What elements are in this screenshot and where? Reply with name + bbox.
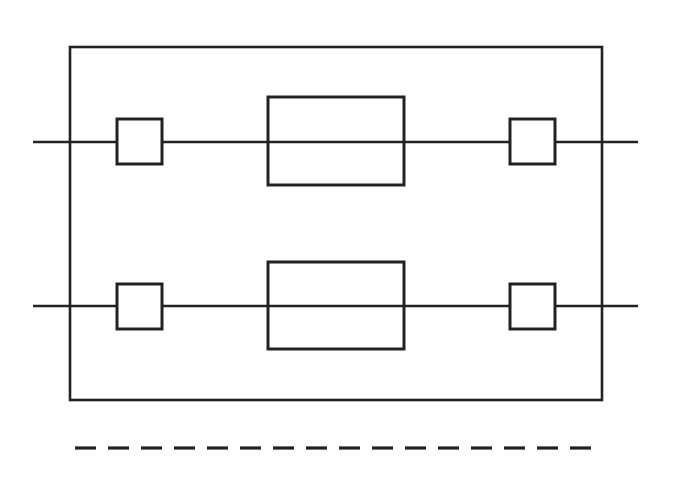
bottom-wire-center-box: [266, 260, 406, 351]
top-wire-center-box: [266, 95, 406, 187]
bottom-wire-left-square: [115, 282, 164, 331]
outer-boundary-box: [68, 45, 604, 402]
top-wire-right-square: [508, 117, 557, 166]
bottom-wire-right-square: [508, 282, 557, 331]
top-wire-left-square: [115, 117, 164, 166]
